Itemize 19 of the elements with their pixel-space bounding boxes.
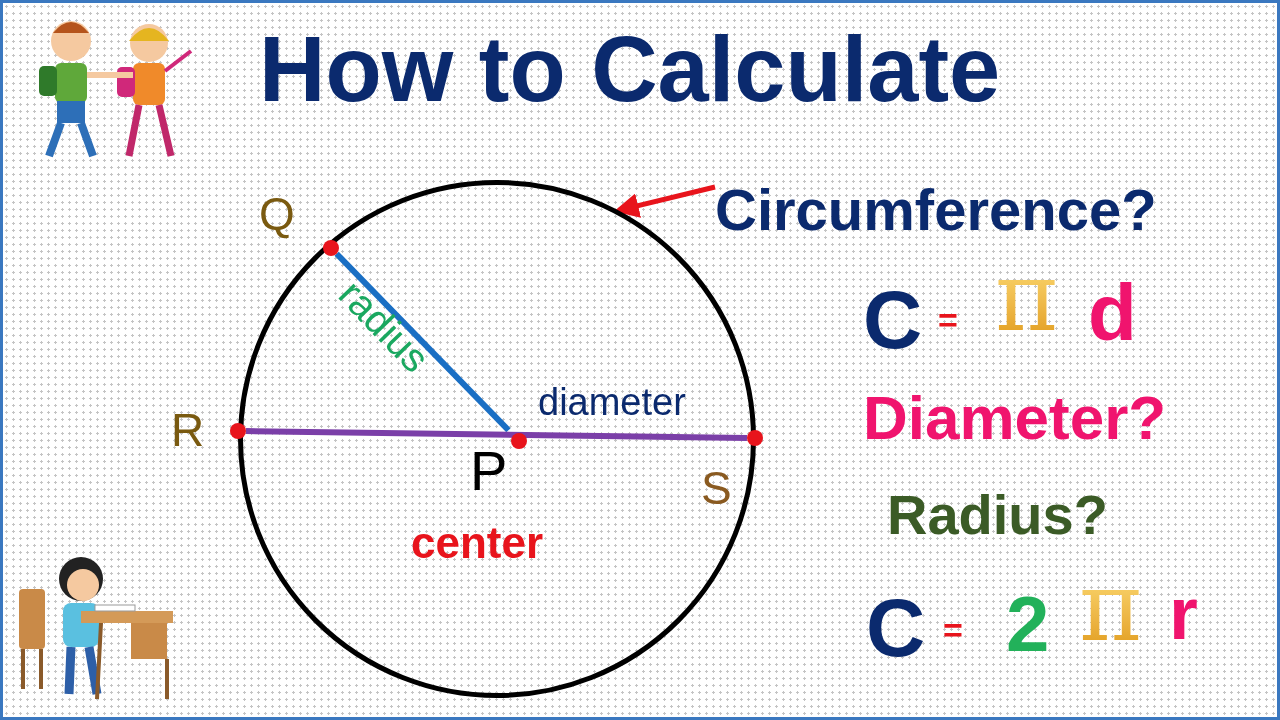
point-label: R xyxy=(171,407,205,453)
title: How to Calculate xyxy=(259,23,1001,115)
equals-sign: = xyxy=(943,613,963,647)
point-label: S xyxy=(701,465,732,511)
question-heading: Circumference? xyxy=(715,173,1245,247)
question-heading: Radius? xyxy=(887,487,1108,543)
center-label: center xyxy=(411,521,544,565)
formula-symbol: d xyxy=(1088,273,1137,353)
formula-symbol: C xyxy=(863,279,923,361)
formula-symbol: C xyxy=(866,587,926,669)
formula-number: 2 xyxy=(1006,585,1050,663)
edge-label: diameter xyxy=(538,383,686,421)
question-heading: Diameter? xyxy=(863,387,1167,449)
line-segment xyxy=(245,428,748,441)
point-label: P xyxy=(470,443,508,499)
equals-sign: = xyxy=(938,303,958,337)
line-segment xyxy=(334,251,511,433)
formula-symbol: r xyxy=(1169,577,1198,651)
point-label: Q xyxy=(259,191,295,237)
